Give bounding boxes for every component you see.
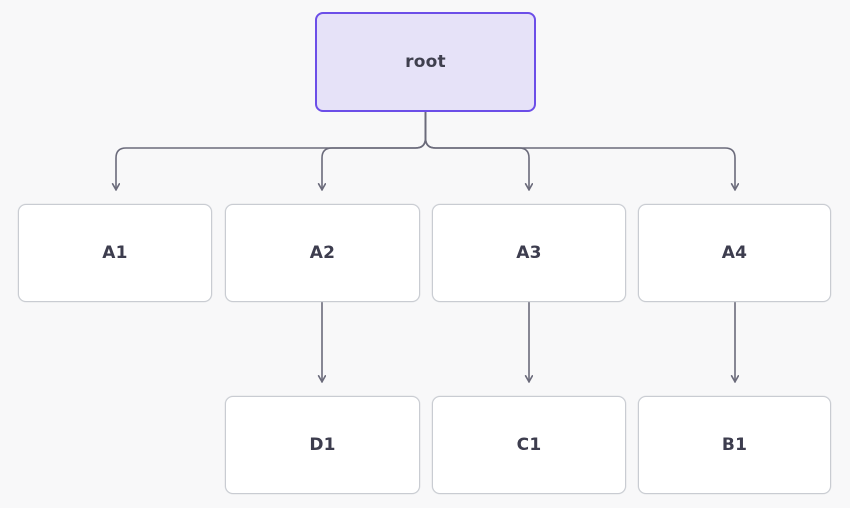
edge-root-A1 (116, 111, 427, 191)
node-c1[interactable]: C1 (432, 396, 626, 494)
node-label-c1: C1 (516, 434, 542, 455)
node-a2[interactable]: A2 (225, 204, 420, 302)
node-label-root: root (405, 51, 446, 72)
edge-root-A4 (424, 111, 736, 191)
edge-root-A3 (424, 111, 530, 191)
edge-root-A2 (322, 111, 427, 191)
node-d1[interactable]: D1 (225, 396, 420, 494)
node-label-a3: A3 (516, 242, 542, 263)
node-b1[interactable]: B1 (638, 396, 831, 494)
node-label-a1: A1 (102, 242, 128, 263)
node-a1[interactable]: A1 (18, 204, 212, 302)
node-label-a4: A4 (721, 242, 748, 263)
node-root[interactable]: root (315, 12, 536, 112)
node-label-a2: A2 (309, 242, 336, 263)
node-a3[interactable]: A3 (432, 204, 626, 302)
node-label-b1: B1 (721, 434, 748, 455)
node-label-d1: D1 (309, 434, 336, 455)
node-a4[interactable]: A4 (638, 204, 831, 302)
